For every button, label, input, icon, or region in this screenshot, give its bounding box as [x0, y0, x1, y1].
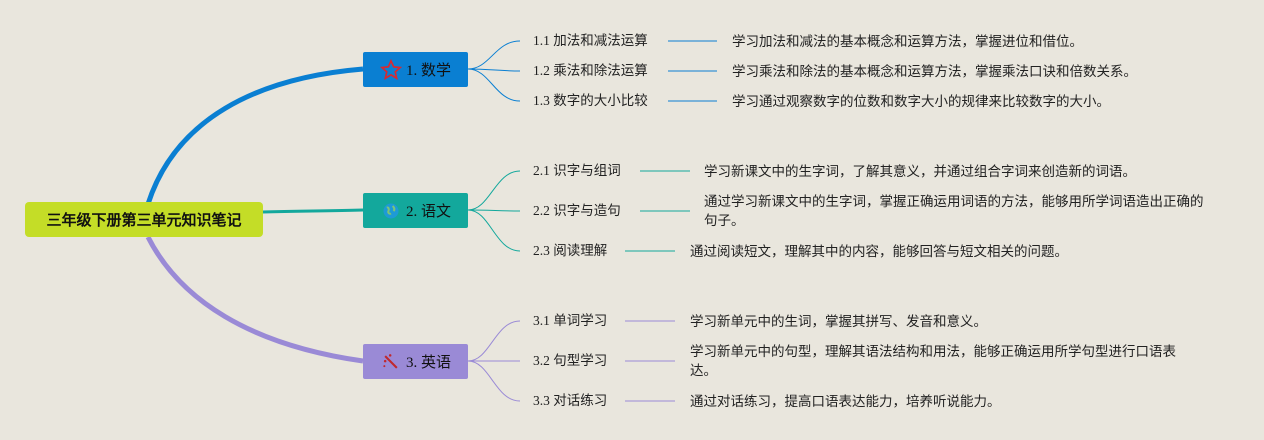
root-label: 三年级下册第三单元知识笔记: [46, 211, 242, 229]
globe-icon: [380, 200, 402, 222]
chinese-item-2[interactable]: 2.2 识字与造句: [533, 203, 621, 218]
connector-chinese-item-2: [467, 209, 521, 212]
math-item-1[interactable]: 1.1 加法和减法运算: [533, 33, 648, 48]
chinese-desc-1: 学习新课文中的生字词，了解其意义，并通过组合字词来创造新的词语。: [704, 164, 1136, 179]
chinese-desc-3: 通过阅读短文，理解其中的内容，能够回答与短文相关的问题。: [690, 244, 1068, 259]
connector-math-item-3: [467, 68, 521, 102]
connector-english-item-3: [467, 360, 521, 402]
connector-root-chinese: [262, 208, 364, 214]
connector-chinese-item-3: [467, 209, 521, 252]
connector-math-item-2: [467, 68, 521, 72]
star-outline-icon: [379, 58, 402, 81]
english-item-2[interactable]: 3.2 句型学习: [533, 353, 608, 368]
math-desc-3: 学习通过观察数字的位数和数字大小的规律来比较数字的大小。: [732, 94, 1110, 109]
math-item-3[interactable]: 1.3 数字的大小比较: [533, 93, 648, 108]
root-node[interactable]: 三年级下册第三单元知识笔记: [25, 202, 263, 237]
chinese-desc-2: 通过学习新课文中的生字词，掌握正确运用词语的方法，能够用所学词语造出正确的句子。: [704, 194, 1204, 228]
chinese-item-1[interactable]: 2.1 识字与组词: [533, 163, 621, 178]
branch-math-label: 1. 数学: [405, 63, 451, 79]
math-item-2[interactable]: 1.2 乘法和除法运算: [533, 63, 648, 78]
branch-math[interactable]: 1. 数学: [363, 52, 468, 87]
english-desc-2: 学习新单元中的句型，理解其语法结构和用法，能够正确运用所学句型进行口语表达。: [690, 344, 1176, 378]
connector-chinese-item-1: [467, 170, 521, 211]
english-item-1[interactable]: 3.1 单词学习: [533, 313, 608, 328]
connector-root-english: [145, 235, 364, 364]
branch-english-label: 3. 英语: [405, 355, 451, 371]
connector-english-item-1: [467, 320, 521, 362]
chinese-item-3[interactable]: 2.3 阅读理解: [533, 243, 608, 258]
english-desc-1: 学习新单元中的生词，掌握其拼写、发音和意义。: [690, 314, 987, 329]
math-desc-2: 学习乘法和除法的基本概念和运算方法，掌握乘法口诀和倍数关系。: [732, 64, 1137, 79]
branch-chinese-label: 2. 语文: [405, 204, 451, 220]
branch-english[interactable]: 3. 英语: [363, 344, 468, 379]
english-desc-3: 通过对话练习，提高口语表达能力，培养听说能力。: [690, 394, 1001, 409]
math-desc-1: 学习加法和减法的基本概念和运算方法，掌握进位和借位。: [732, 34, 1083, 49]
english-item-3[interactable]: 3.3 对话练习: [533, 393, 608, 408]
magic-wand-icon: [380, 351, 402, 373]
branch-chinese[interactable]: 2. 语文: [363, 193, 468, 228]
connector-math-item-1: [467, 40, 521, 70]
connector-root-math: [145, 66, 364, 205]
